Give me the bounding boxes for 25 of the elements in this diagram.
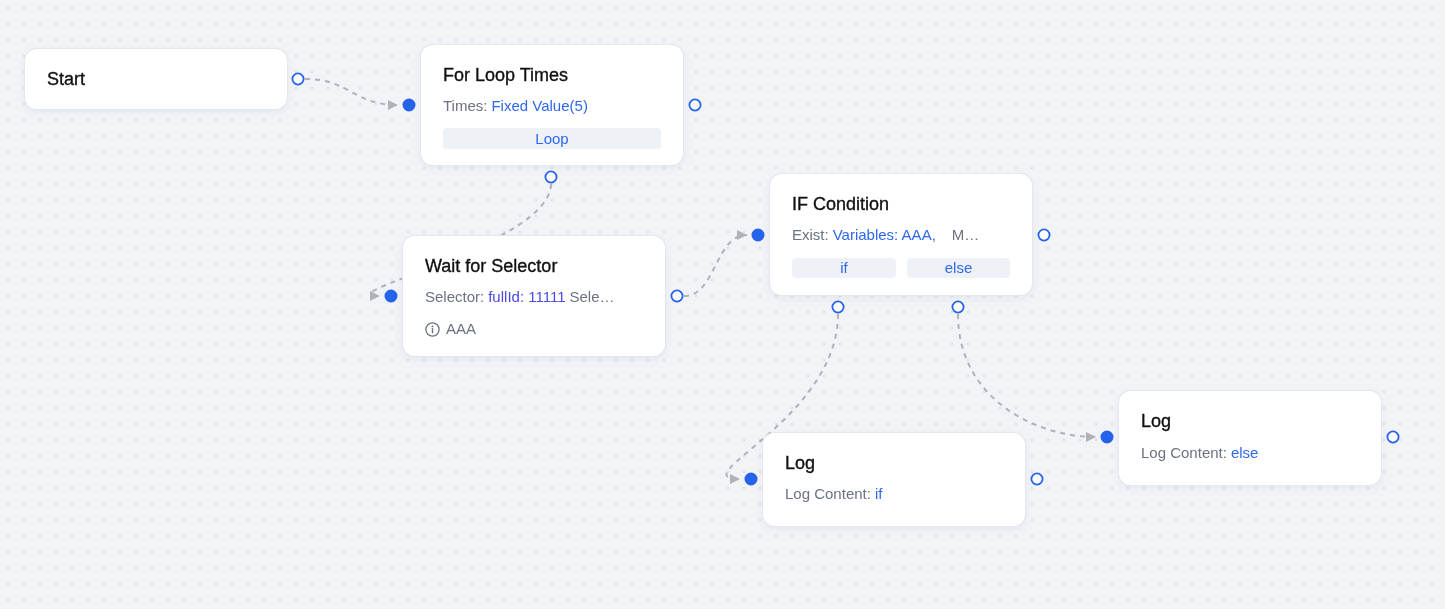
field-label: M…	[951, 225, 980, 245]
field-value: if	[874, 484, 883, 504]
branch-tab: if	[792, 258, 896, 278]
field-label: Log Content:	[785, 484, 871, 504]
field-label: AAA	[446, 319, 476, 339]
field-value: fullId: 11111	[488, 287, 566, 307]
node-title: Wait for Selector	[425, 255, 558, 277]
field-label: Times:	[443, 96, 488, 116]
node-title: Start	[47, 68, 85, 90]
field-label: Log Content:	[1141, 443, 1227, 463]
field-value: Fixed Value(5)	[491, 96, 588, 116]
node-title: For Loop Times	[443, 64, 569, 86]
field-label: Sele…	[569, 287, 615, 307]
branch-tab: else	[907, 258, 1010, 278]
dashed-arrow	[957, 313, 1097, 442]
branch-tab: Loop	[443, 128, 661, 149]
dashed-arrow	[304, 78, 399, 110]
field-label: Selector:	[425, 287, 485, 307]
node-title: IF Condition	[792, 193, 890, 215]
dashed-arrow	[725, 313, 839, 483]
field-value: else	[1230, 443, 1259, 463]
node-title: Log	[1141, 410, 1172, 432]
field-value: Variables: AAA,	[832, 225, 936, 245]
node-title: Log	[785, 452, 816, 474]
field-label: Exist:	[792, 225, 829, 245]
